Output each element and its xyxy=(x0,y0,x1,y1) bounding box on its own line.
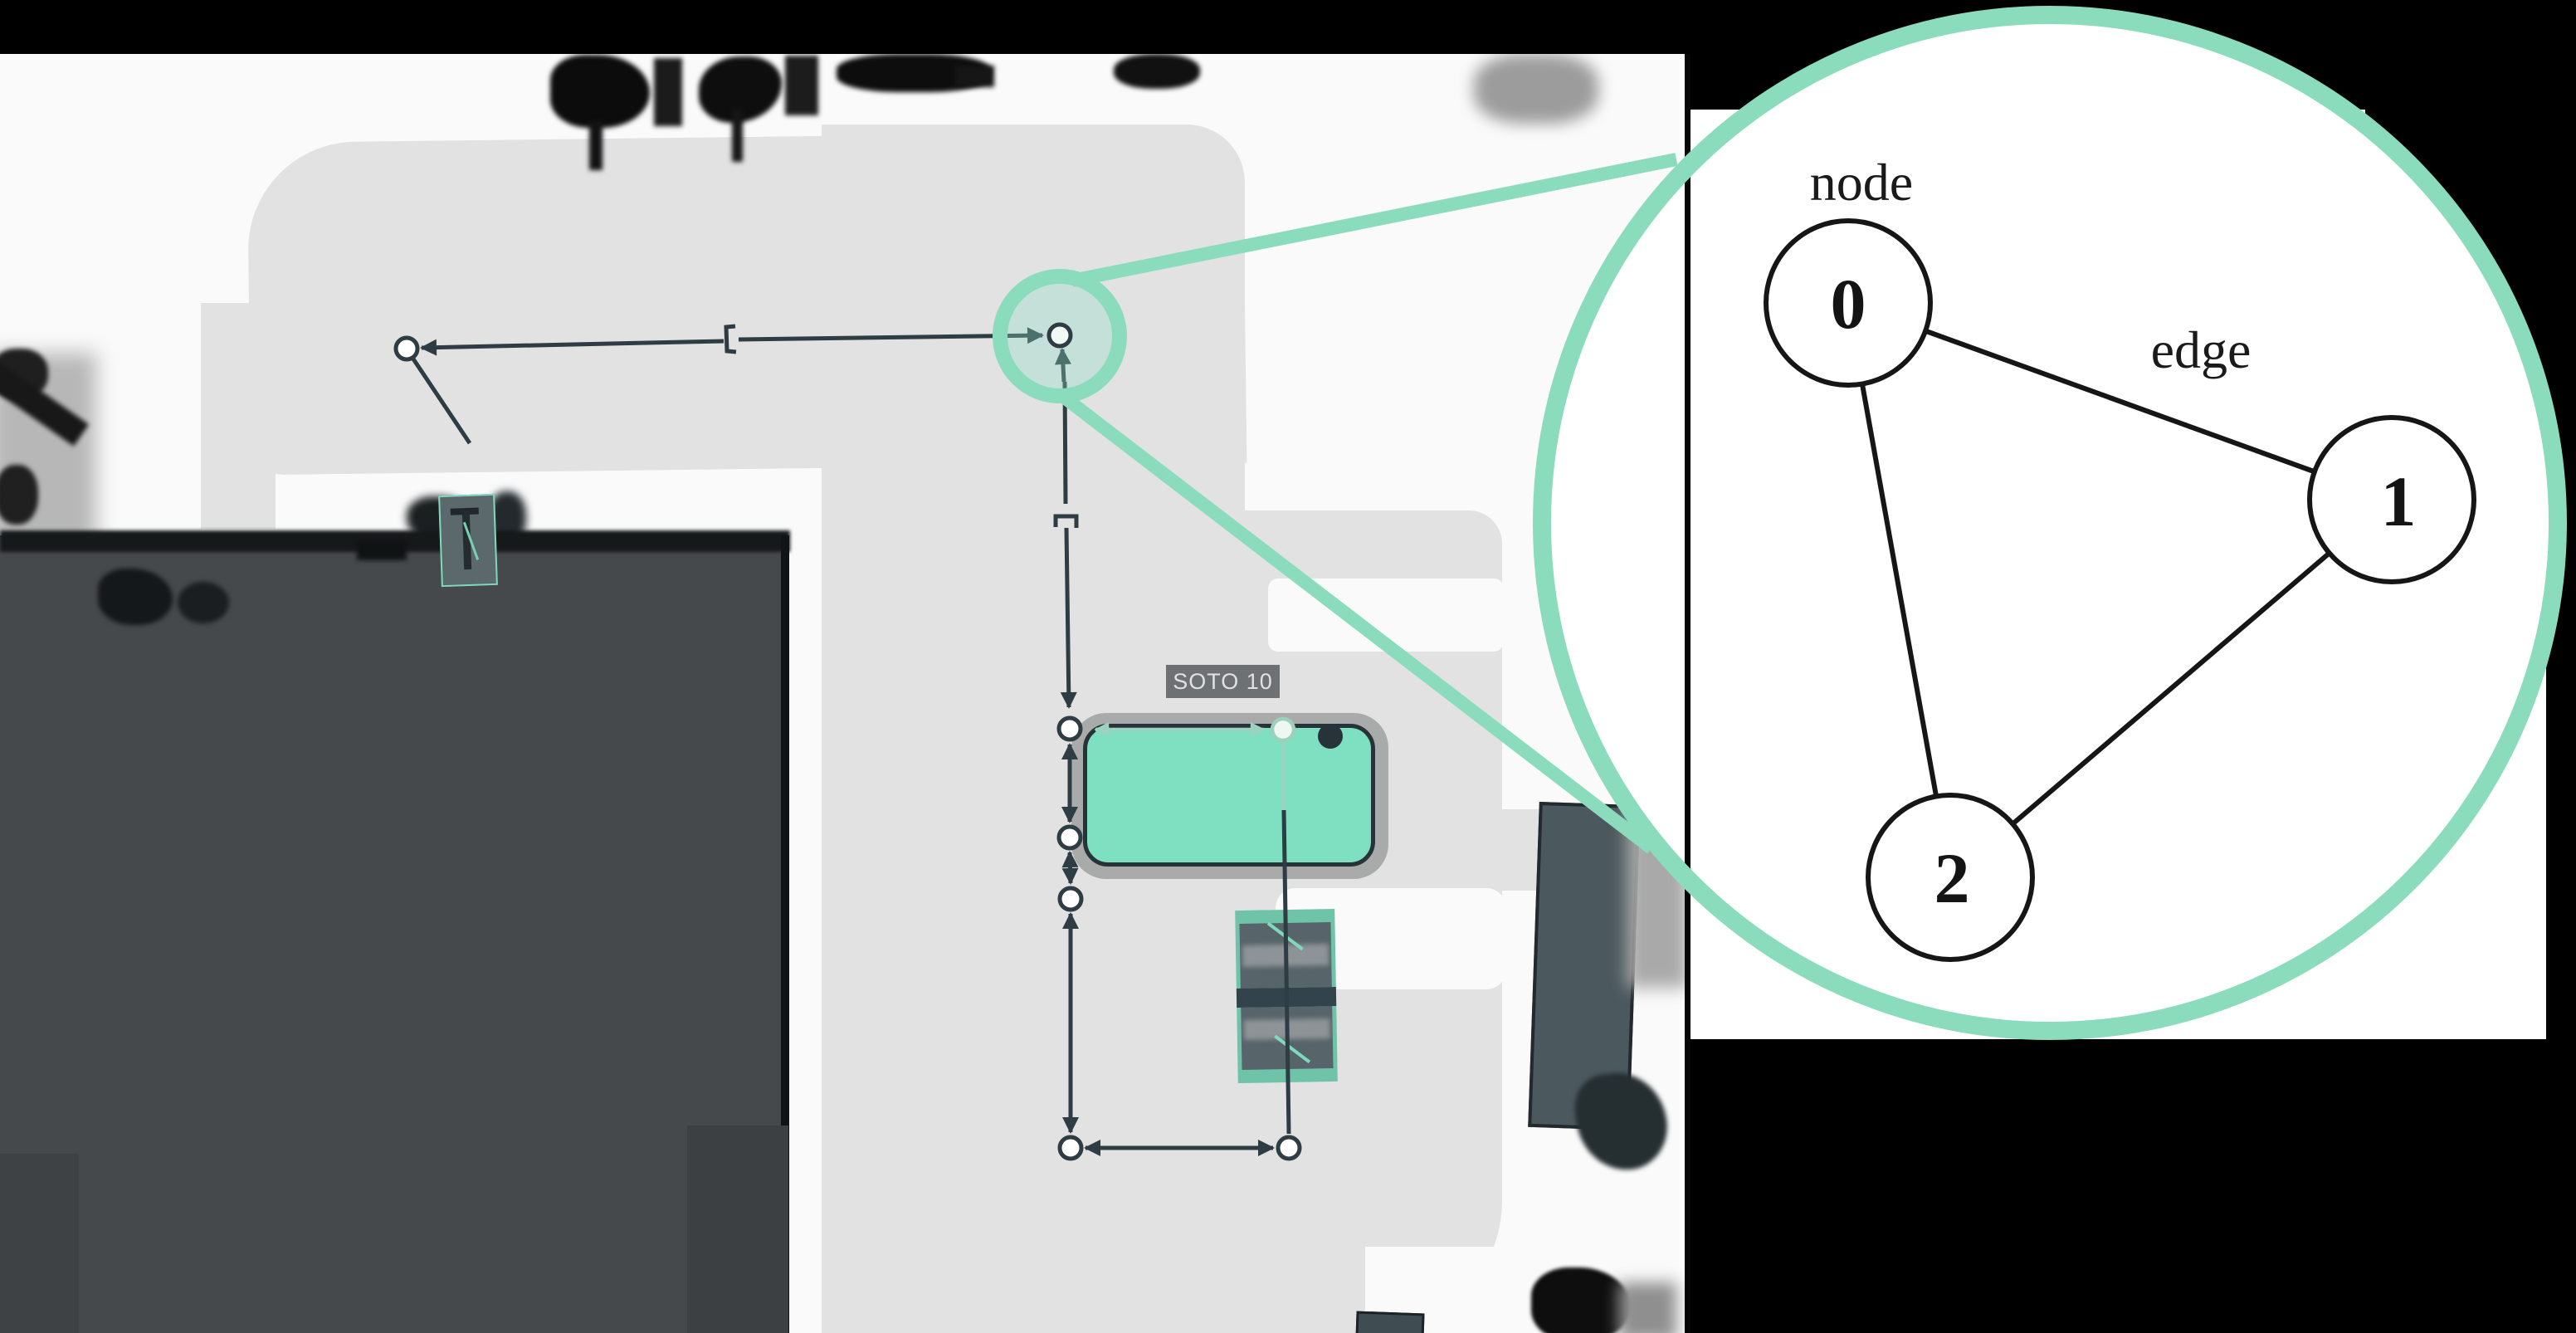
wall-block xyxy=(0,535,788,1333)
route-edge[interactable] xyxy=(1061,851,1079,885)
inset-label-node: node xyxy=(1809,153,1914,212)
inset-graph xyxy=(1764,218,2476,962)
route-edge-to-dock[interactable] xyxy=(410,356,472,445)
route-node[interactable] xyxy=(1276,1135,1302,1161)
route-node[interactable] xyxy=(393,335,420,362)
scan-noise xyxy=(954,66,994,87)
wall-bump xyxy=(357,540,407,560)
edge-split-marker xyxy=(724,324,737,354)
map-canvas[interactable]: SOTO 10 xyxy=(0,54,1687,1333)
wall-shade xyxy=(687,1125,788,1333)
inset-node-1 xyxy=(2307,415,2476,584)
scan-noise xyxy=(0,465,38,525)
wall-stain xyxy=(178,582,229,623)
magnifier-ring xyxy=(1533,6,2567,1040)
route-node[interactable] xyxy=(1056,824,1083,851)
wall-shade xyxy=(0,1154,79,1333)
route-edge[interactable] xyxy=(1054,348,1071,383)
route-node[interactable] xyxy=(1057,886,1084,912)
scan-noise-soft xyxy=(1474,54,1598,124)
edge-split-marker xyxy=(1053,514,1079,528)
map-border-through-inset xyxy=(1685,110,1690,1039)
inset-node-2-id: 2 xyxy=(1934,838,1970,918)
route-edge[interactable] xyxy=(420,339,724,356)
route-node[interactable] xyxy=(1056,715,1083,742)
robot-name-label: SOTO 10 xyxy=(1173,668,1273,694)
wall-block-edge-right xyxy=(781,535,789,1333)
robot-center-node[interactable] xyxy=(1270,716,1296,743)
inset-node-1-id: 1 xyxy=(2380,461,2417,541)
scan-noise xyxy=(589,120,603,170)
robot-heading-dot xyxy=(1318,724,1343,749)
scan-noise xyxy=(1531,1267,1631,1333)
route-edge[interactable] xyxy=(738,327,1044,344)
inset-edge-0-2 xyxy=(1860,383,1939,797)
inset-edge-0-1 xyxy=(1925,329,2315,474)
scan-noise-soft xyxy=(1618,1282,1676,1333)
robot-route-segment xyxy=(1094,716,1343,810)
robot-name-badge: SOTO 10 xyxy=(1166,665,1280,698)
scan-noise xyxy=(550,55,650,128)
route-node-highlighted[interactable] xyxy=(1046,322,1073,349)
route-graph[interactable] xyxy=(410,324,1291,1156)
route-nodes[interactable] xyxy=(393,335,1302,1161)
route-edge[interactable] xyxy=(1060,527,1077,709)
inset-edge-1-2 xyxy=(2012,551,2330,826)
route-node[interactable] xyxy=(1057,1135,1084,1161)
inset-node-2 xyxy=(1866,793,2035,962)
inset-label-edge: edge xyxy=(2150,320,2252,379)
wall-stain xyxy=(98,569,173,625)
scan-noise xyxy=(732,109,743,162)
route-edge[interactable] xyxy=(1281,809,1291,1135)
scan-noise xyxy=(1114,54,1200,89)
inset-node-0 xyxy=(1764,218,1933,388)
inset-node-0-id: 0 xyxy=(1830,264,1866,344)
scan-noise xyxy=(785,56,818,115)
scan-noise xyxy=(654,58,682,126)
